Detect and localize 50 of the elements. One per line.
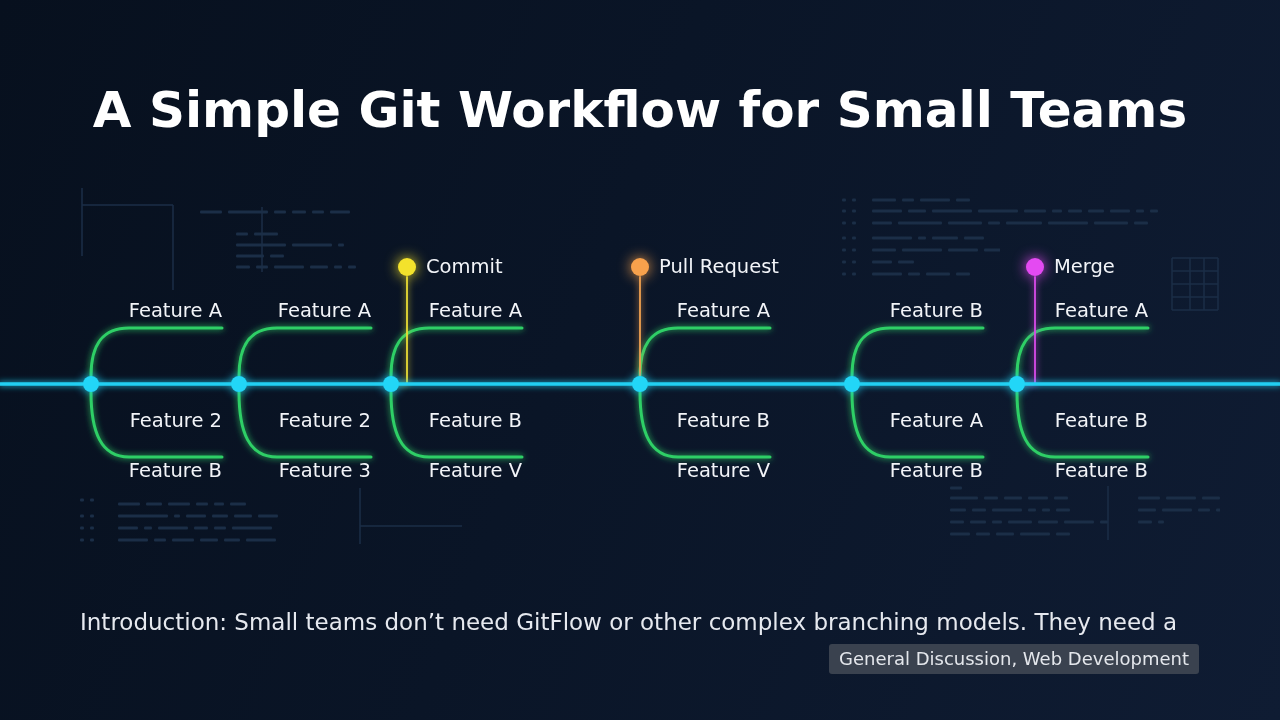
branch-line [389,326,524,378]
branch-label: Feature A [128,300,222,328]
branch-line [237,326,373,378]
branch-point-dot [632,376,648,392]
branch-line [1015,326,1150,378]
branch-label: Feature B [1054,410,1148,432]
branch-line [89,390,224,459]
main-line [0,382,85,386]
title: A Simple Git Workflow for Small Teams [92,80,1188,141]
branch-label: Feature A [428,300,522,328]
main-line [97,382,233,386]
branch-label: Feature A [277,300,371,328]
intro-text: Introduction: Small teams don’t need GitFlow or other complex branching models. They need a [80,608,1178,636]
branch-point-dot [83,376,99,392]
branch-line [389,390,524,459]
branch-point-dot [1009,376,1025,392]
branch-point-dot [231,376,247,392]
main-line [858,382,1011,386]
branch-line [89,326,224,378]
branch-point-dot [383,376,399,392]
branch-line [850,326,985,378]
branch-label: Feature A [676,300,770,328]
branch-line [237,390,373,459]
branch-line [1015,390,1150,459]
branch-label: Feature B [889,457,983,482]
main-line [1023,382,1280,386]
category-tag: General Discussion, Web Development [829,644,1199,674]
branch-label: Feature B [889,300,983,328]
branch-point-dot [844,376,860,392]
branch-line [638,326,772,378]
branch-label: Feature A [1054,300,1148,328]
main-line [397,382,634,386]
branch-label: Feature V [428,457,522,482]
branch-label: Feature V [676,457,770,482]
milestone-label: Pull Request [659,257,780,277]
branch-label: Feature B [1054,457,1148,482]
branch-label: Feature A [889,410,983,432]
branch-label: Feature B [428,410,522,432]
branch-line [638,390,772,459]
leader-line [639,276,641,377]
branch-label: Feature B [676,410,770,432]
milestone-label: Merge [1054,257,1115,277]
main-line [245,382,385,386]
branch-line [850,390,985,459]
branch-label: Feature B [128,457,222,482]
milestone-label: Commit [426,257,503,277]
branch-label: Feature 2 [278,410,371,432]
branch-label: Feature 2 [129,410,222,432]
main-line [646,382,846,386]
branch-label: Feature 3 [278,457,371,482]
